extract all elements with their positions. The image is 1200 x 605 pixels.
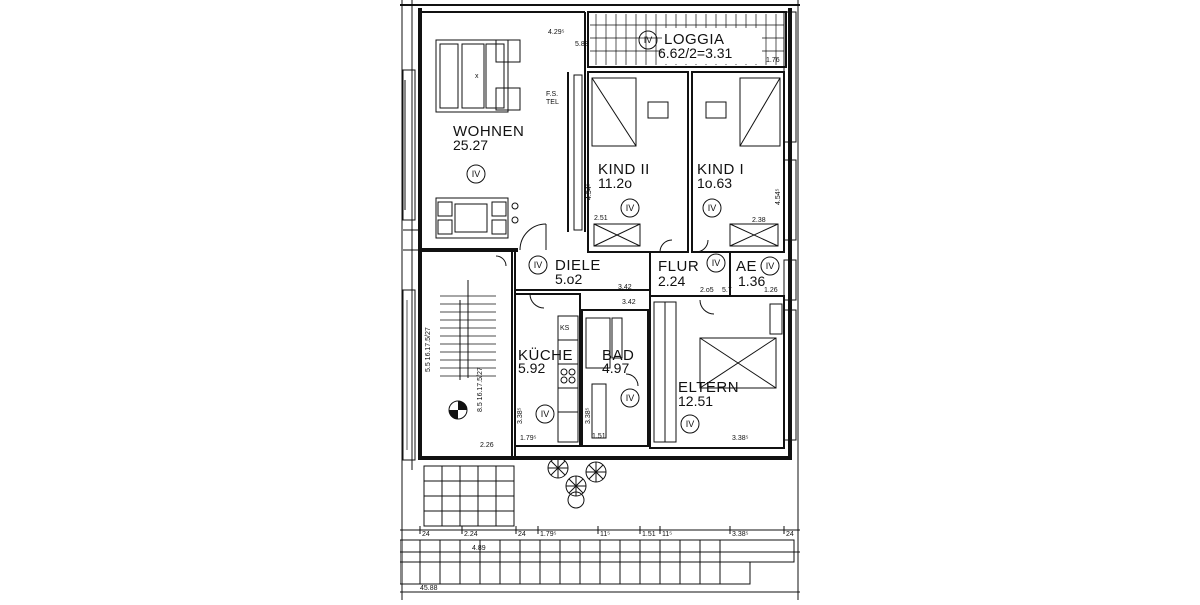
room-kueche: KS KÜCHE 5.92 IV 3.38⁵ 1.79⁵ [514, 293, 581, 447]
wohnen-level-marker [466, 164, 486, 184]
kind1-level-marker [702, 198, 722, 218]
loggia-dim-right: 1.76 [766, 57, 780, 64]
bad-dim-height: 3.38⁵ [585, 407, 592, 424]
diele-level-marker [528, 255, 548, 275]
room-bad: BAD 4.97 IV 3.38⁵ 1.51 [581, 309, 649, 447]
stairwell: 5.5 16.17.5/27 8.5 16.17.5/27 2.26 [419, 249, 513, 459]
flur-name: FLUR [658, 258, 699, 275]
eltern-area: 12.51 [678, 393, 713, 409]
wohnen-dim-top: 4.29⁵ [548, 29, 565, 36]
dim-chain-label: 3.38⁵ [732, 531, 749, 538]
dim-chain-label: 1.79⁵ [540, 531, 557, 538]
room-eltern: ELTERN 12.51 IV 3.38⁵ [649, 295, 785, 449]
kueche-dim-width: 1.79⁵ [520, 435, 537, 442]
paving-bottom [399, 539, 795, 585]
kind1-dim-height: 4.54⁵ [775, 188, 782, 205]
flur-level-marker [706, 253, 726, 273]
fs-label: F.S. [546, 91, 558, 98]
room-ae: AE 1.36 IV 1.26 [729, 252, 780, 296]
diele-area: 5.o2 [555, 271, 582, 287]
loggia-area: 6.62/2=3.31 [658, 45, 733, 61]
ae-area: 1.36 [738, 273, 765, 289]
dimension-chain: 24 2.24 24 1.79⁵ 11⁵ 1.51 11⁵ 3.38⁵ 24 4.89 45.8… [400, 526, 800, 593]
kind2-name: KIND II [598, 161, 650, 178]
dim-chain-label: 24 [786, 531, 794, 538]
svg-text:x: x [475, 73, 479, 80]
kueche-level-marker [535, 404, 555, 424]
kind2-area: 11.2o [598, 175, 632, 191]
dim-bottom-mid: 4.89 [472, 545, 486, 552]
eltern-level-label: IV [686, 419, 695, 429]
floor-plan: IV LOGGIA 6.62/2=3.31 1.76 x F.S. TEL 4.… [399, 0, 800, 600]
bad-dim-width: 1.51 [592, 433, 606, 440]
loggia-level-marker [638, 30, 658, 50]
diele-level-label: IV [534, 260, 543, 270]
bad-level-label: IV [626, 393, 635, 403]
stair-dim-a: 5.5 16.17.5/27 [425, 327, 432, 372]
flur-dim: 3.42 [622, 299, 636, 306]
dim-bottom-total: 45.88 [420, 585, 438, 592]
kind2-dim-width: 2.51 [594, 215, 608, 222]
dim-chain-label: 1.51 [642, 531, 656, 538]
bad-area: 4.97 [602, 360, 629, 376]
kueche-level-label: IV [541, 409, 550, 419]
room-wohnen: x F.S. TEL 4.29⁵ 5.88 WOHNEN 25.27 IV [420, 12, 589, 252]
bad-name: BAD [602, 347, 634, 364]
wohnen-level-label: IV [472, 169, 481, 179]
ae-level-marker [760, 256, 780, 276]
tel-label: TEL [546, 99, 559, 106]
eltern-name: ELTERN [678, 379, 739, 396]
dim-chain-label: 2.24 [464, 531, 478, 538]
dim-chain-label: 11⁵ [600, 531, 610, 538]
kind1-name: KIND I [697, 161, 744, 178]
ae-dim-width: 1.26 [764, 287, 778, 294]
flur-level-label: IV [712, 258, 721, 268]
loggia-name: LOGGIA [664, 31, 725, 48]
flur-dim-width: 2.o5 [700, 287, 714, 294]
plant-icon [547, 457, 607, 509]
paving-grid [423, 465, 515, 527]
kind1-dim-width: 2.38 [752, 217, 766, 224]
stair-dim-b: 8.5 16.17.5/27 [477, 367, 484, 412]
diele-dim-width: 3.42 [618, 284, 632, 291]
kueche-area: 5.92 [518, 360, 545, 376]
wohnen-area: 25.27 [453, 137, 488, 153]
loggia-level-label: IV [644, 35, 653, 45]
dim-chain-label: 24 [422, 531, 430, 538]
dim-chain-label: 11⁵ [662, 531, 672, 538]
ae-level-label: IV [766, 261, 775, 271]
stair-dim-width: 2.26 [480, 442, 494, 449]
kind2-level-marker [620, 198, 640, 218]
kind2-level-label: IV [626, 203, 635, 213]
diele-name: DIELE [555, 257, 601, 274]
floor-plan-drawing: IV LOGGIA 6.62/2=3.31 1.76 x F.S. TEL 4.… [399, 0, 800, 600]
ae-name: AE [736, 258, 757, 275]
wohnen-dim-top-b: 5.88 [575, 41, 589, 48]
flur-dim-b: 5.7 [722, 287, 732, 294]
ks-label: KS [560, 325, 570, 332]
room-kind2: KIND II 11.2o IV 2.51 4.54⁵ [586, 71, 689, 253]
dim-chain-label: 24 [518, 531, 526, 538]
kueche-name: KÜCHE [518, 346, 573, 364]
wohnen-name: WOHNEN [453, 123, 524, 140]
kind1-level-label: IV [708, 203, 717, 213]
bad-level-marker [620, 388, 640, 408]
left-wall-details [402, 69, 420, 461]
room-kind1: KIND I 1o.63 IV 2.38 4.54⁵ [691, 71, 785, 253]
eltern-level-marker [680, 414, 700, 434]
kind1-area: 1o.63 [697, 175, 732, 191]
kueche-dim-height: 3.38⁵ [517, 407, 524, 424]
eltern-dim-width: 3.38⁵ [732, 435, 749, 442]
loggia: IV LOGGIA 6.62/2=3.31 1.76 [587, 11, 787, 68]
kind2-dim-height: 4.54⁵ [586, 183, 593, 200]
flur-area: 2.24 [658, 273, 685, 289]
